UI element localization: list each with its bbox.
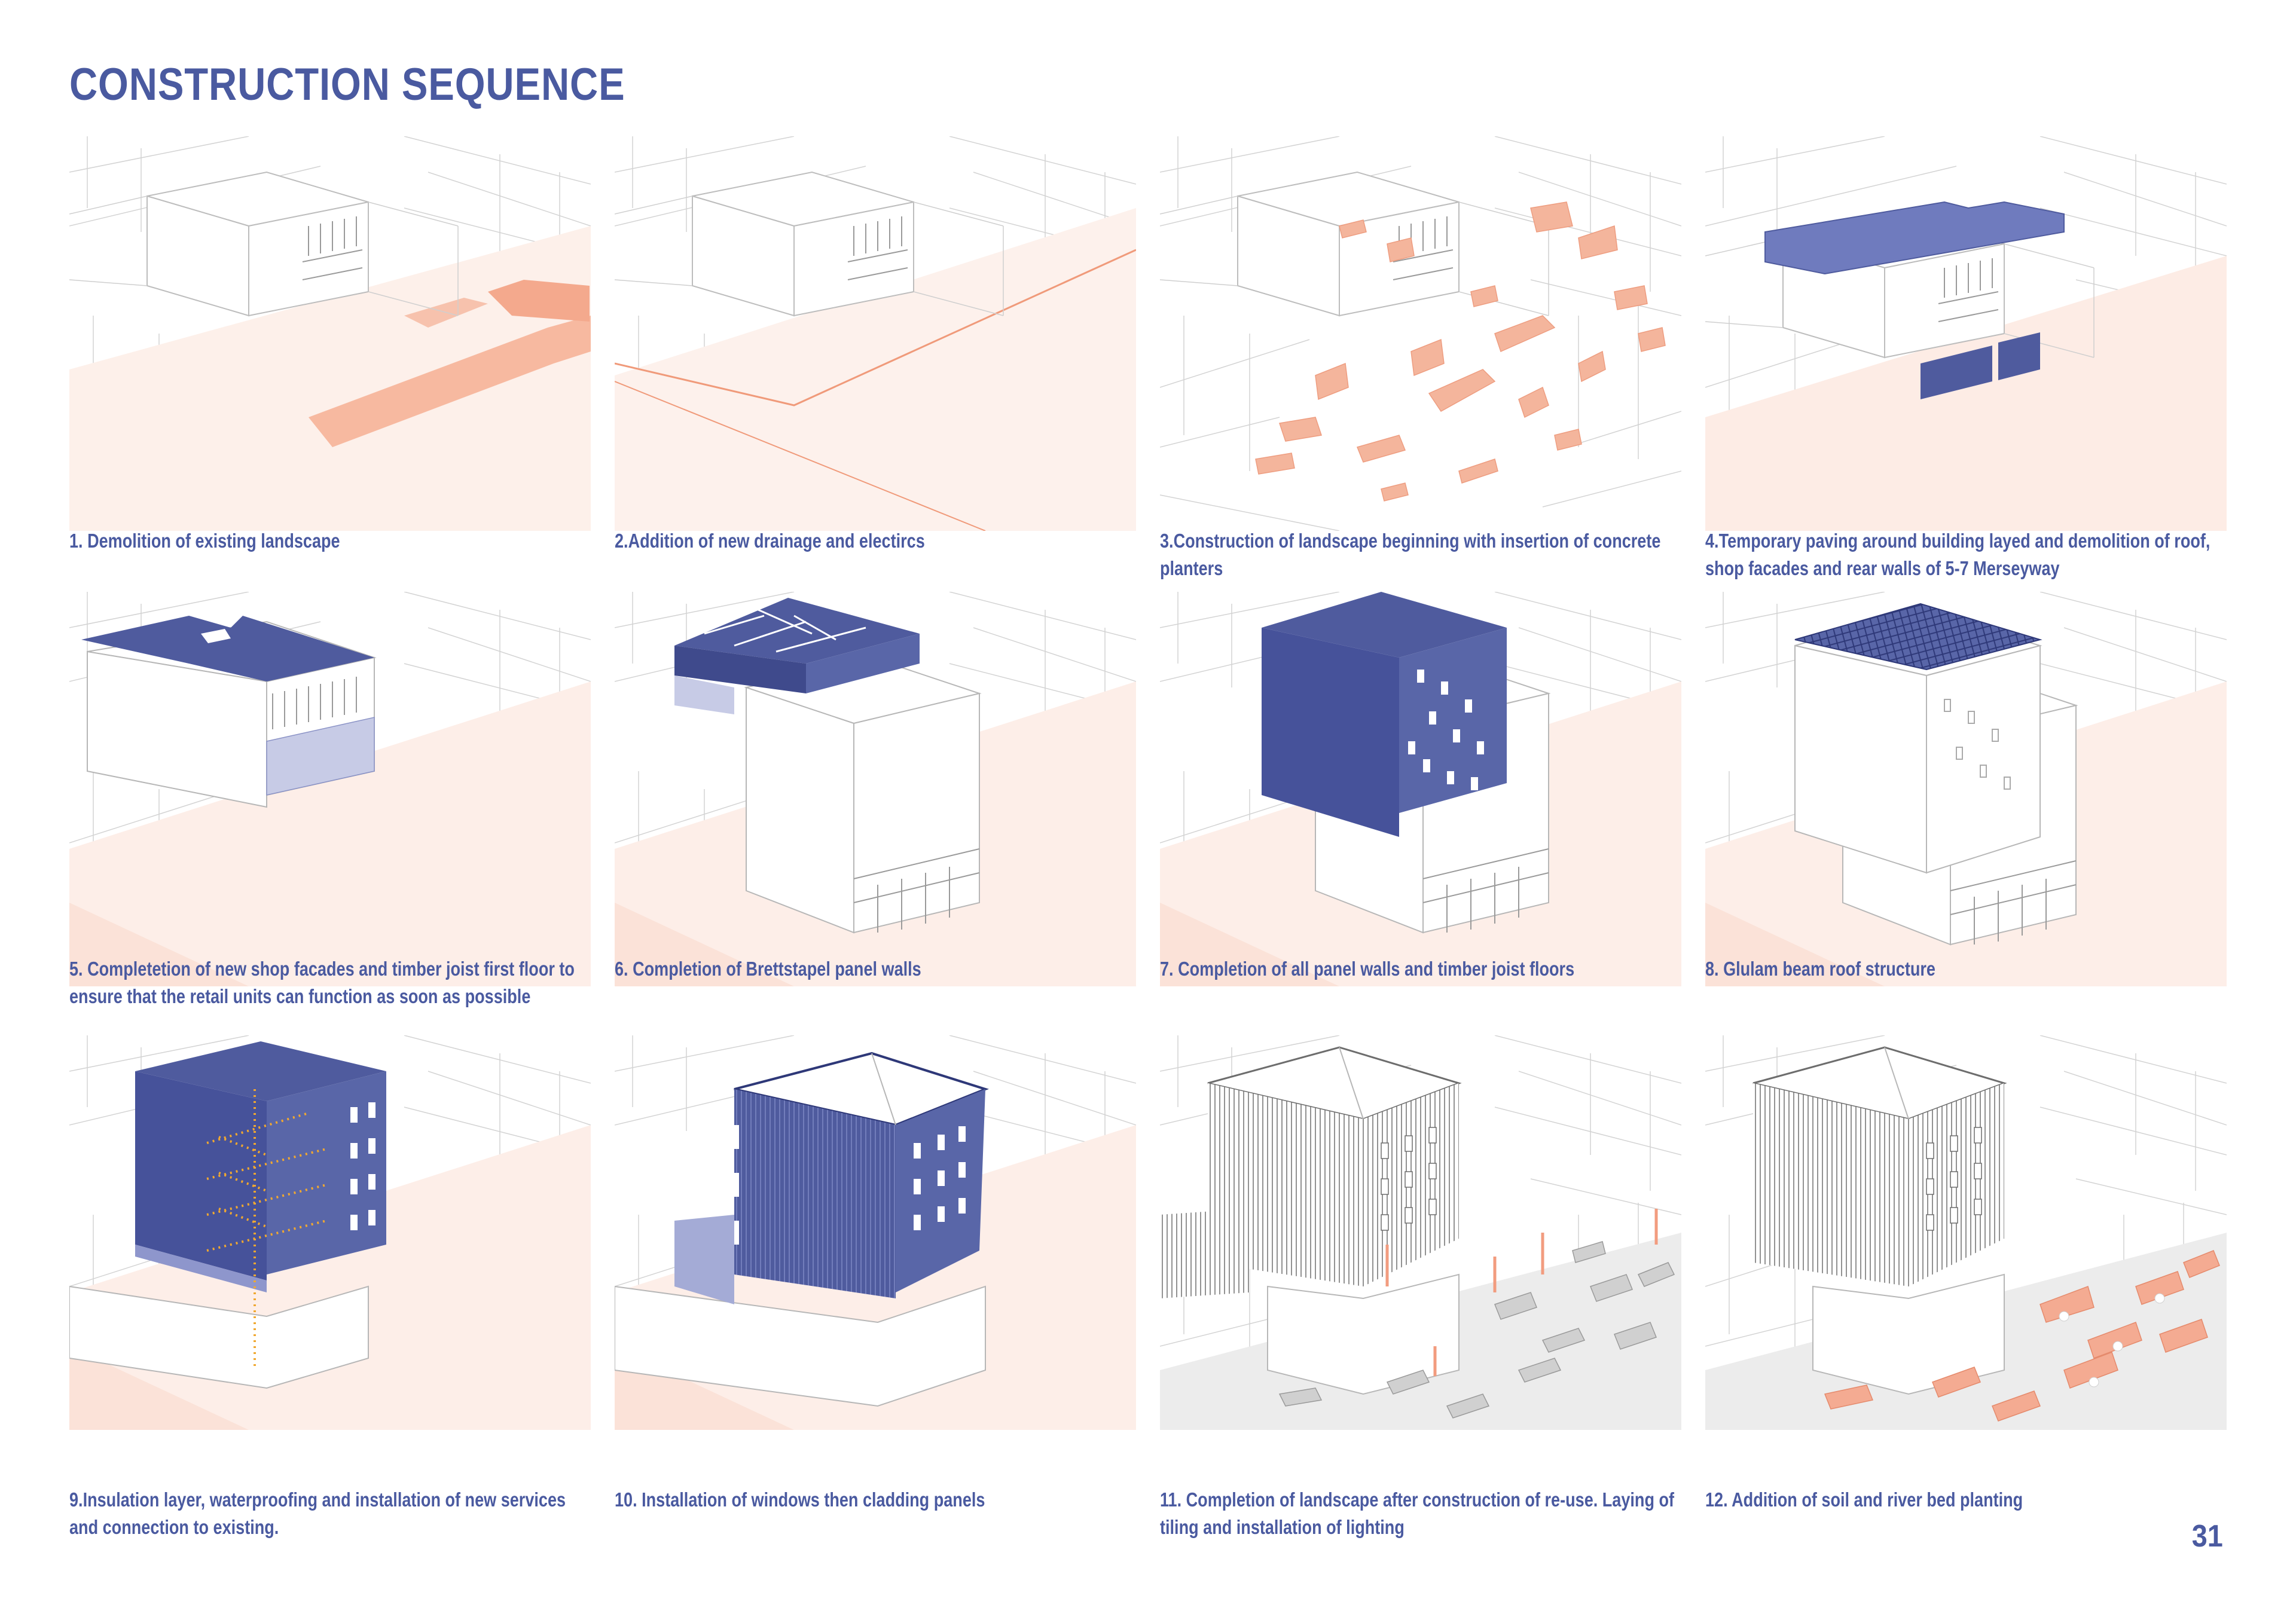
step-1-diagram [69,136,591,531]
step-8-caption: 8. Glulam beam roof structure [1705,958,1935,980]
step-3-caption: 3.Construction of landscape beginning wi… [1160,530,1661,579]
step-12-diagram [1705,1035,2227,1430]
step-6-caption: 6. Completion of Brettstapel panel walls [615,958,921,980]
step-3-diagram [1160,136,1681,531]
step-2-diagram [615,136,1136,531]
step-10-caption: 10. Installation of windows then claddin… [615,1488,985,1511]
page-number: 31 [2191,1519,2223,1554]
step-9-diagram [69,1035,591,1430]
step-11-caption: 11. Completion of landscape after constr… [1160,1488,1675,1538]
step-4-caption: 4.Temporary paving around building layed… [1705,530,2210,579]
step-4-diagram [1705,136,2227,531]
step-1-caption: 1. Demolition of existing landscape [69,530,340,552]
step-12-caption: 12. Addition of soil and river bed plant… [1705,1488,2023,1511]
page-title: CONSTRUCTION SEQUENCE [69,59,625,110]
step-2-caption: 2.Addition of new drainage and electircs [615,530,925,552]
step-5-caption: 5. Completetion of new shop facades and … [69,958,575,1007]
step-9-caption: 9.Insulation layer, waterproofing and in… [69,1488,566,1538]
step-11-diagram [1160,1035,1681,1430]
step-7-caption: 7. Completion of all panel walls and tim… [1160,958,1575,980]
step-6-diagram [615,592,1136,986]
step-5-diagram [69,592,591,986]
step-10-diagram [615,1035,1136,1430]
step-7-diagram [1160,592,1681,986]
step-8-diagram [1705,592,2227,986]
